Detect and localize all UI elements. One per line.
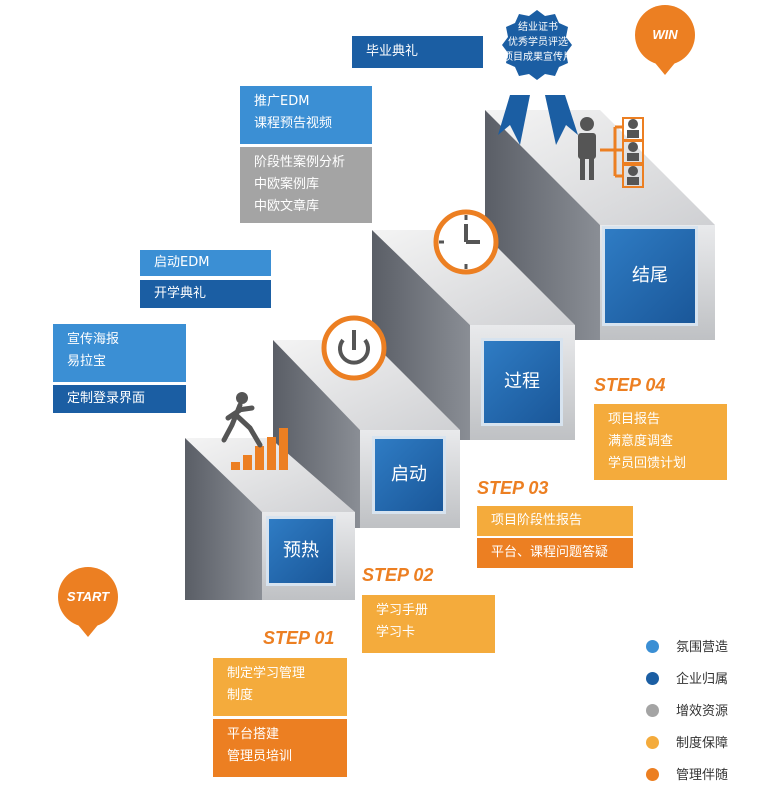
win-pin-icon bbox=[635, 5, 695, 75]
legend-dot bbox=[646, 704, 659, 717]
runner-icon bbox=[221, 392, 288, 470]
stage-ending: 结尾 bbox=[602, 226, 698, 326]
box-qa: 平台、课程问题答疑 bbox=[477, 538, 633, 568]
box-handbook: 学习手册 学习卡 bbox=[362, 595, 495, 653]
box-platform: 平台搭建 管理员培训 bbox=[213, 719, 347, 777]
legend-dot bbox=[646, 640, 659, 653]
box-graduation: 毕业典礼 bbox=[352, 36, 483, 68]
box-final: 项目报告 满意度调查 学员回馈计划 bbox=[594, 404, 727, 480]
start-label: START bbox=[66, 589, 110, 604]
box-opening: 开学典礼 bbox=[140, 280, 271, 308]
step-01-label: STEP 01 bbox=[263, 628, 335, 648]
start-pin-icon bbox=[58, 567, 118, 637]
box-launch-edm: 启动EDM bbox=[140, 250, 271, 276]
clock-icon bbox=[433, 209, 499, 275]
ribbon-text: 结业证书 优秀学员评选 项目成果宣传片 bbox=[503, 22, 573, 63]
legend-dot bbox=[646, 768, 659, 781]
win-label: WIN bbox=[652, 27, 678, 42]
award-ribbon-icon bbox=[498, 10, 578, 145]
stage-launch: 启动 bbox=[372, 436, 446, 514]
stage-process: 过程 bbox=[481, 338, 563, 426]
box-promo-edm: 推广EDM 课程预告视频 bbox=[240, 86, 372, 144]
step-03-label: STEP 03 bbox=[477, 478, 549, 498]
step-04-label: STEP 04 bbox=[594, 375, 666, 395]
box-login: 定制登录界面 bbox=[53, 385, 186, 413]
box-cases: 阶段性案例分析 中欧案例库 中欧文章库 bbox=[240, 147, 372, 223]
stage-warmup: 预热 bbox=[266, 516, 336, 586]
power-icon bbox=[321, 315, 387, 381]
legend-dot bbox=[646, 672, 659, 685]
box-promo: 宣传海报 易拉宝 bbox=[53, 324, 186, 382]
step-02-label: STEP 02 bbox=[362, 565, 434, 585]
legend-dot bbox=[646, 736, 659, 749]
box-stage-report: 项目阶段性报告 bbox=[477, 506, 633, 536]
org-chart-icon bbox=[578, 117, 644, 188]
box-rules: 制定学习管理 制度 bbox=[213, 658, 347, 716]
